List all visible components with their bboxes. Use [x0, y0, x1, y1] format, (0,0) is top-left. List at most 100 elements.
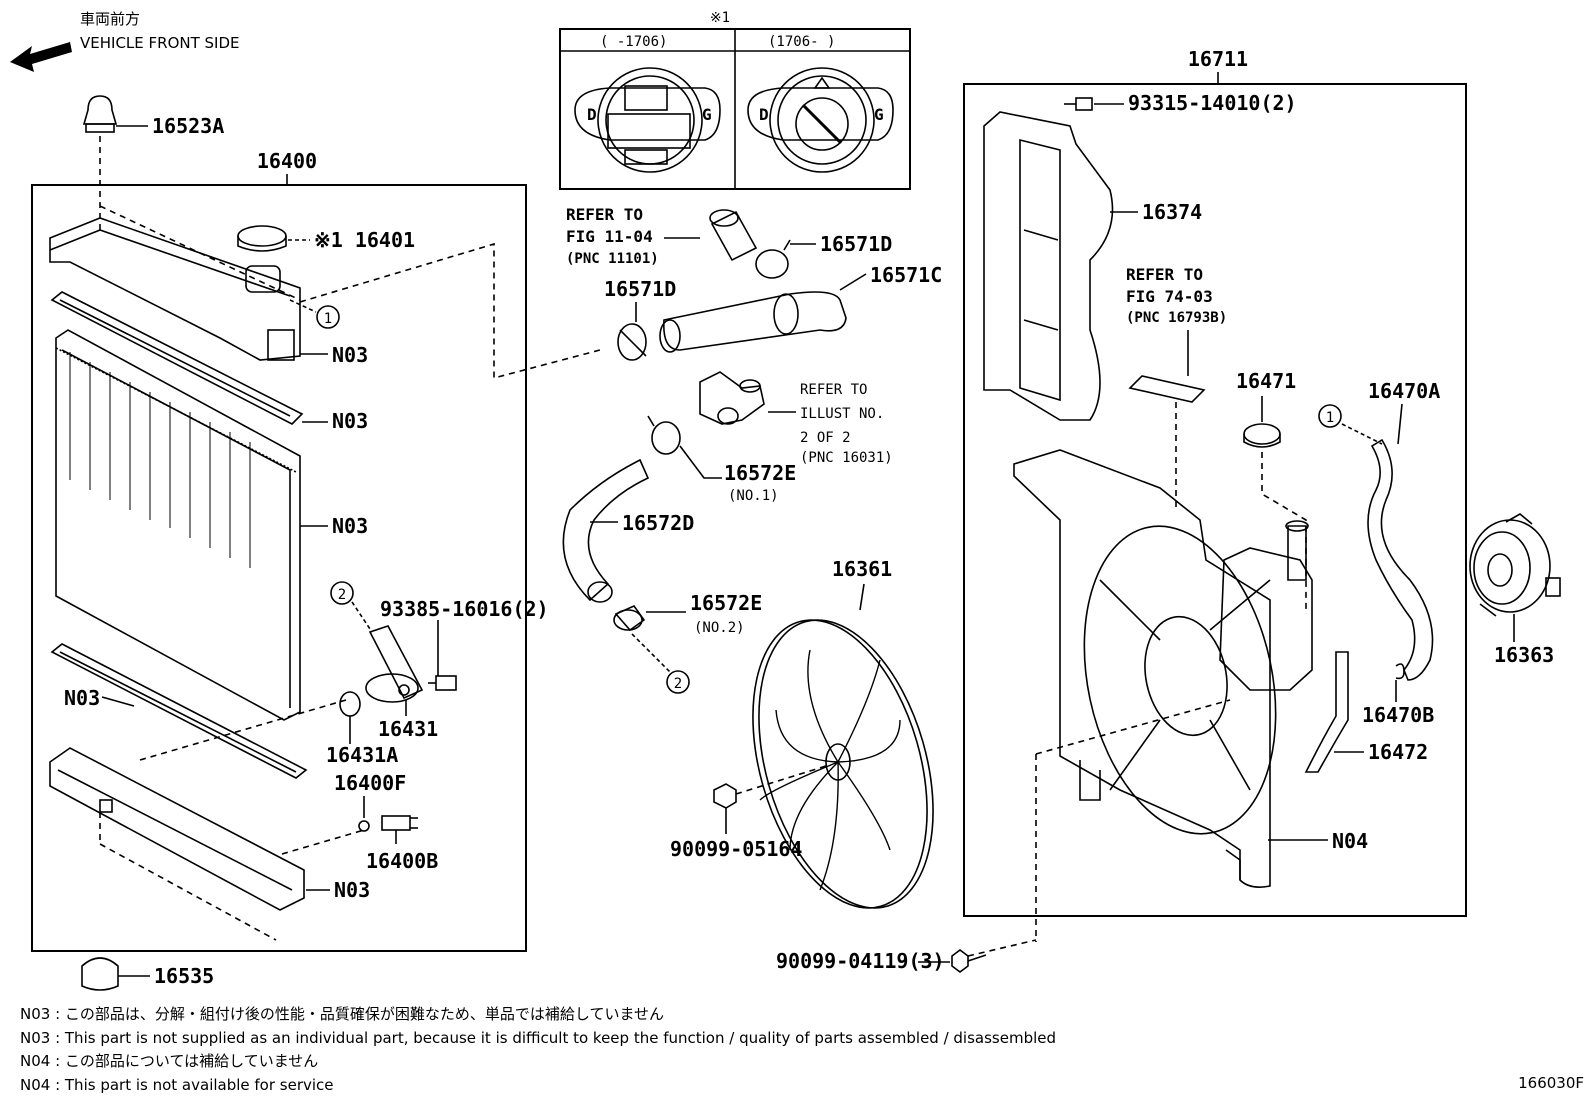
ref2-line3: 2 OF 2	[800, 430, 851, 446]
hoses-group: REFER TO FIG 11-04 (PNC 11101) 16571D 16…	[562, 205, 942, 694]
reservoir-tank-icon	[1219, 520, 1313, 691]
radiator-core-icon	[55, 329, 301, 721]
ref2-line2: ILLUST NO.	[800, 406, 884, 422]
ref1-line1: REFER TO	[566, 205, 643, 224]
label-16470A: 16470A	[1368, 379, 1440, 403]
label-16471: 16471	[1236, 369, 1296, 393]
circle-ref-1-b: 1	[1326, 410, 1334, 426]
hose-clamp-no2-icon	[613, 605, 646, 632]
bolt-icon	[428, 675, 457, 691]
ref2-line1: REFER TO	[800, 382, 867, 398]
ref3-line3: (PNC 16793B)	[1126, 310, 1227, 326]
note-n03-en: N03 : This part is not supplied as an in…	[20, 1029, 1056, 1047]
shroud-bolt-icon	[1064, 97, 1093, 111]
radiator-cap-old-icon: D G	[574, 67, 721, 173]
inset-mark: ※1	[710, 10, 730, 26]
label-16400: 16400	[257, 149, 317, 173]
upper-hose-icon	[659, 291, 847, 353]
label-16401: ※1 16401	[314, 228, 415, 252]
ref1-line3: (PNC 11101)	[566, 251, 659, 267]
cooling-fan: 16361 90099-05164	[670, 557, 934, 909]
ref3-line2: FIG 74-03	[1126, 287, 1213, 306]
circle-ref-2-a: 2	[338, 587, 346, 603]
fan-shroud-icon	[1013, 449, 1277, 888]
label-16535: 16535	[154, 964, 214, 988]
inset-range-left: ( -1706)	[600, 34, 667, 50]
label-16363: 16363	[1494, 643, 1554, 667]
note-n04-jp: N04 : この部品については補給していません	[20, 1052, 318, 1070]
gasket-upper-icon	[50, 291, 304, 425]
label-16472: 16472	[1368, 740, 1428, 764]
vehicle-front-indicator: 車両前方 VEHICLE FRONT SIDE	[10, 10, 240, 72]
label-n03-gasket-upper: N03	[332, 409, 368, 433]
hose-clamp-upper-icon	[755, 239, 791, 279]
label-16523A: 16523A	[152, 114, 224, 138]
note-n04-en: N04 : This part is not available for ser…	[20, 1076, 334, 1094]
fan-shroud-assembly: 16711 93315-14010(2) 16374 REFER TO FIG …	[963, 47, 1467, 942]
cap-inset: ※1 ( -1706) (1706- ) D G D G	[559, 10, 911, 190]
reservoir-cap-icon	[1243, 423, 1281, 448]
radiator-assembly: 16400 16523A ※1 16401 1	[31, 95, 601, 991]
fan-icon	[752, 619, 934, 909]
air-guide-icon	[983, 111, 1114, 421]
shroud-mount-bolt-icon	[951, 949, 987, 973]
label-16361: 16361	[832, 557, 892, 581]
radiator-cap-icon	[237, 225, 287, 252]
o-ring-icon	[339, 691, 361, 717]
cap-letter-g-2: G	[874, 105, 884, 124]
label-16400B: 16400B	[366, 849, 438, 873]
label-16711: 16711	[1188, 47, 1248, 71]
cap-letter-d-2: D	[759, 105, 769, 124]
hose-clip-icon	[1395, 663, 1405, 680]
hose-clamp-lower-icon	[617, 323, 647, 361]
lower-hose-icon	[562, 458, 650, 603]
front-arrow-icon	[10, 42, 72, 72]
label-n03-tank-upper: N03	[332, 343, 368, 367]
fan-nut-icon	[713, 783, 737, 809]
label-16470B: 16470B	[1362, 703, 1434, 727]
water-outlet-icon	[699, 371, 765, 425]
label-16572E-no1-sub: (NO.1)	[728, 488, 779, 504]
cap-letter-d: D	[587, 105, 597, 124]
ref3-line1: REFER TO	[1126, 265, 1203, 284]
cap-letter-g: G	[702, 105, 712, 124]
label-93315: 93315-14010(2)	[1128, 91, 1297, 115]
label-90099-04119: 90099-04119(3)	[776, 949, 945, 973]
overflow-hose-icon	[1304, 651, 1349, 773]
inset-range-right: (1706- )	[768, 34, 835, 50]
label-n03-tank-lower: N03	[334, 878, 370, 902]
drain-cock-icon	[381, 815, 418, 831]
label-16374: 16374	[1142, 200, 1202, 224]
ref1-line2: FIG 11-04	[566, 227, 653, 246]
direction-jp: 車両前方	[80, 10, 140, 28]
label-n04: N04	[1332, 829, 1368, 853]
ref2-line4: (PNC 16031)	[800, 450, 893, 466]
label-16572E-no2: 16572E	[690, 591, 762, 615]
circle-ref-1: 1	[324, 311, 332, 327]
label-16431: 16431	[378, 717, 438, 741]
label-n03-gasket-lower: N03	[64, 686, 100, 710]
radiator-cap-new-icon: D G	[747, 67, 894, 173]
fan-motor-icon	[1469, 513, 1561, 617]
note-n03-jp: N03 : この部品は、分解・組付け後の性能・品質確保が困難なため、単品では補給…	[20, 1005, 664, 1023]
drain-pipe-icon	[365, 625, 424, 703]
label-16571D-upper: 16571D	[820, 232, 892, 256]
upper-tank-icon	[49, 217, 301, 361]
circle-ref-2-b: 2	[674, 676, 682, 692]
label-16571D-lower: 16571D	[604, 277, 676, 301]
label-16572E-no1: 16572E	[724, 461, 796, 485]
label-n03-core: N03	[332, 514, 368, 538]
direction-en: VEHICLE FRONT SIDE	[80, 34, 240, 52]
gasket-lower-icon	[50, 643, 308, 779]
label-16400F: 16400F	[334, 771, 406, 795]
inlet-pipe-icon	[709, 209, 758, 262]
grommet-lower-icon	[81, 957, 119, 991]
figure-id: 166030F	[1518, 1074, 1584, 1092]
reservoir-hose-icon	[1367, 438, 1434, 681]
label-16572D: 16572D	[622, 511, 694, 535]
label-16431A: 16431A	[326, 743, 398, 767]
label-plate-icon	[1128, 375, 1206, 403]
grommet-upper-icon	[82, 95, 118, 133]
drain-o-ring-icon	[358, 820, 370, 832]
